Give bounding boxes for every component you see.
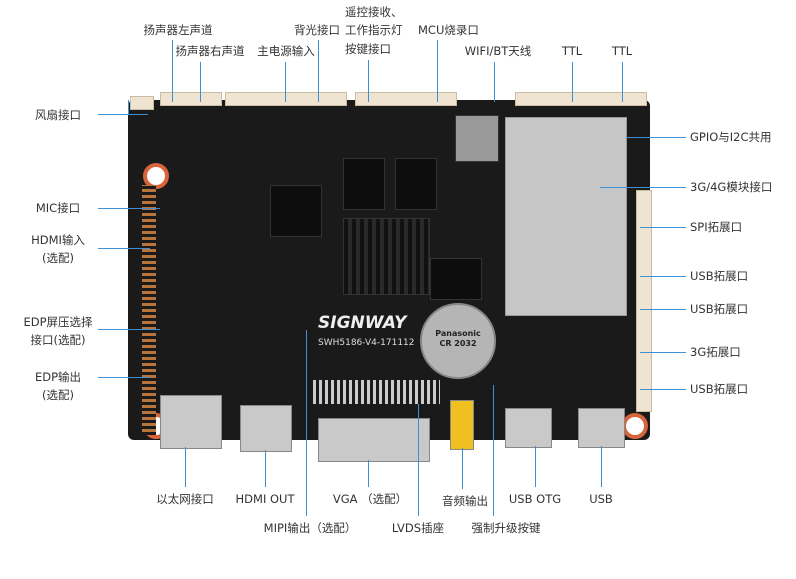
heatsink xyxy=(343,218,430,295)
usb-port xyxy=(578,408,625,448)
mount-hole xyxy=(622,413,648,439)
leader-line xyxy=(285,62,286,102)
label-wifi: WIFI/BT天线 xyxy=(464,44,532,58)
board-logo: SIGNWAY xyxy=(318,313,407,333)
leader-line xyxy=(494,62,495,102)
label-hdmi-in: HDMI输入 xyxy=(31,233,85,247)
leader-line xyxy=(98,114,148,115)
label-mipi: MIPI输出（选配） xyxy=(263,521,357,535)
battery-model: CR 2032 xyxy=(439,339,477,348)
label-spi: SPI拓展口 xyxy=(690,220,743,234)
chip xyxy=(270,185,322,237)
label-ttl-1: TTL xyxy=(561,44,583,58)
speaker-connectors xyxy=(160,92,222,106)
label-usb-ext-2: USB拓展口 xyxy=(690,302,749,316)
label-hdmi-out: HDMI OUT xyxy=(235,492,295,506)
lvds-header xyxy=(310,380,440,404)
leader-line xyxy=(200,62,201,102)
leader-line xyxy=(172,40,173,102)
label-usb-ext-3: USB拓展口 xyxy=(690,382,749,396)
battery-brand: Panasonic xyxy=(435,329,481,338)
label-upgrade-key: 强制升级按键 xyxy=(471,521,541,535)
leader-line xyxy=(98,208,160,209)
leader-line xyxy=(265,450,266,487)
label-usb-otg: USB OTG xyxy=(508,492,562,506)
power-connector xyxy=(225,92,347,106)
label-speaker-left: 扬声器左声道 xyxy=(143,23,213,37)
label-gpio: GPIO与I2C共用 xyxy=(690,130,772,144)
label-power-input: 主电源输入 xyxy=(257,44,315,58)
leader-line xyxy=(318,40,319,102)
leader-line xyxy=(98,377,150,378)
label-fan: 风扇接口 xyxy=(35,108,81,122)
pin-header xyxy=(142,185,156,435)
wifi-module xyxy=(455,115,499,162)
label-indicator: 工作指示灯 xyxy=(345,23,403,37)
label-3g-ext: 3G拓展口 xyxy=(690,345,741,359)
leader-line xyxy=(640,389,686,390)
label-mic: MIC接口 xyxy=(35,201,81,215)
ram-chip xyxy=(395,158,437,210)
label-edp-out-opt: (选配) xyxy=(42,388,74,402)
label-ttl-2: TTL xyxy=(611,44,633,58)
label-edp-out: EDP输出 xyxy=(34,370,82,384)
label-speaker-right: 扬声器右声道 xyxy=(175,44,245,58)
3g-4g-module xyxy=(505,117,627,316)
leader-line xyxy=(640,227,686,228)
label-audio: 音频输出 xyxy=(442,494,488,508)
fan-connector xyxy=(130,96,154,110)
leader-line xyxy=(640,309,686,310)
label-lvds: LVDS插座 xyxy=(391,521,445,535)
right-connectors xyxy=(636,190,652,412)
label-edp-select: EDP屏压选择 xyxy=(23,315,93,329)
leader-line xyxy=(600,187,686,188)
label-hdmi-in-opt: (选配) xyxy=(42,251,74,265)
mount-hole xyxy=(143,163,169,189)
leader-line xyxy=(640,352,686,353)
label-ethernet: 以太网接口 xyxy=(156,492,214,506)
label-usb: USB xyxy=(589,492,613,506)
label-keys: 按键接口 xyxy=(345,42,391,56)
label-edp-select-2: 接口(选配) xyxy=(30,333,86,347)
leader-line xyxy=(128,100,129,114)
label-remote: 遥控接收、 xyxy=(345,5,403,19)
leader-line xyxy=(535,446,536,487)
leader-line xyxy=(601,446,602,487)
board-model: SWH5186-V4-171112 xyxy=(318,338,415,348)
label-backlight: 背光接口 xyxy=(294,23,340,37)
leader-line xyxy=(572,62,573,102)
leader-line xyxy=(98,329,160,330)
label-vga: VGA （选配） xyxy=(332,492,408,506)
leader-line xyxy=(622,62,623,102)
leader-line xyxy=(437,40,438,102)
ttl-connectors xyxy=(515,92,647,106)
label-usb-ext-1: USB拓展口 xyxy=(690,269,749,283)
leader-line xyxy=(640,276,686,277)
ethernet-port xyxy=(160,395,222,449)
leader-line xyxy=(185,447,186,487)
leader-line xyxy=(368,60,369,102)
leader-line xyxy=(493,385,494,516)
leader-line xyxy=(418,404,419,516)
ram-chip xyxy=(343,158,385,210)
leader-line xyxy=(306,330,307,516)
label-3g4g: 3G/4G模块接口 xyxy=(690,180,773,194)
label-mcu: MCU烧录口 xyxy=(418,23,479,37)
usb-otg-port xyxy=(505,408,552,448)
audio-jack xyxy=(450,400,474,450)
leader-line xyxy=(98,248,150,249)
flash-chip xyxy=(430,258,482,300)
hdmi-port xyxy=(240,405,292,452)
remote-connector xyxy=(355,92,457,106)
leader-line xyxy=(368,460,369,487)
leader-line xyxy=(462,448,463,489)
vga-port xyxy=(318,418,430,462)
leader-line xyxy=(626,137,686,138)
